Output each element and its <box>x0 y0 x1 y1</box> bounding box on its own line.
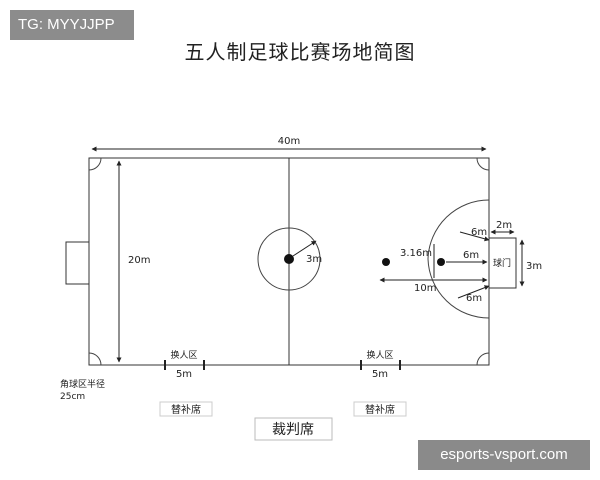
penalty-6m-mid-label: 6m <box>463 250 479 261</box>
sub-zone-right-label: 换人区 <box>366 349 393 361</box>
corner-arc-top-left <box>88 157 102 171</box>
penalty-arc-radius-upper <box>459 231 490 242</box>
corner-arc-bottom-left <box>88 352 102 366</box>
corner-radius-value: 25cm <box>60 392 85 402</box>
right-goal <box>488 237 517 289</box>
bench-right-label: 替补席 <box>365 403 395 416</box>
referee-label: 裁判席 <box>272 422 314 438</box>
corner-radius-label: 角球区半径 <box>60 378 105 390</box>
penalty-spot <box>437 258 445 266</box>
goal-label: 球门 <box>493 257 511 269</box>
sub-zone-right-length: 5m <box>372 369 388 380</box>
center-spot <box>284 254 294 264</box>
corner-arc-top-right <box>476 157 490 171</box>
second-penalty-spot <box>382 258 390 266</box>
center-circle <box>257 227 321 291</box>
penalty-6m-lower-label: 6m <box>466 293 482 304</box>
penalty-arc-radius-lower <box>457 285 490 299</box>
left-goal <box>65 241 90 285</box>
center-radius-arrow <box>292 240 317 257</box>
width-label: 20m <box>128 255 150 266</box>
dist-3-16-label: 3.16m <box>400 248 432 259</box>
sub-zone-left-label: 换人区 <box>170 349 197 361</box>
length-label: 40m <box>278 136 300 147</box>
corner-arc-bottom-right <box>476 352 490 366</box>
bench-right-box <box>353 401 407 417</box>
goal-depth-label: 2m <box>496 220 512 231</box>
goal-width-label: 3m <box>526 261 542 272</box>
penalty-6m-upper-label: 6m <box>471 227 487 238</box>
bench-left-box <box>159 401 213 417</box>
sub-zone-left-length: 5m <box>176 369 192 380</box>
second-penalty-label: 10m <box>414 283 436 294</box>
referee-box <box>254 417 333 441</box>
bench-left-label: 替补席 <box>171 403 201 416</box>
center-radius-label: 3m <box>306 254 322 265</box>
channel-tag: TG: MYYJJPP <box>10 10 134 40</box>
watermark: esports-vsport.com <box>418 440 590 470</box>
diagram-title: 五人制足球比赛场地简图 <box>184 40 416 64</box>
penalty-area-arc <box>427 199 490 319</box>
